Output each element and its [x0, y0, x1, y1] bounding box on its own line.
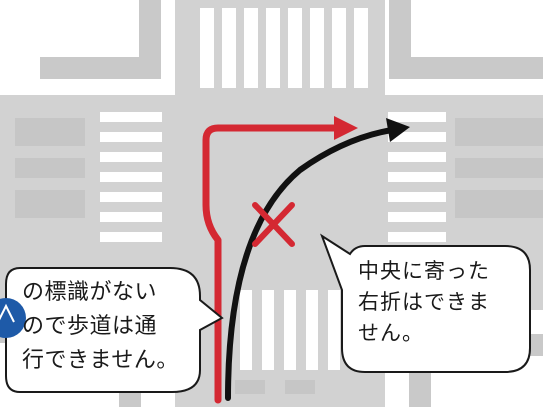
red-correct-path: [202, 124, 344, 404]
crosswalk-stripe: [100, 212, 162, 222]
crosswalk-stripe: [388, 212, 446, 222]
crosswalk-stripe: [222, 8, 236, 88]
crosswalk-stripe: [306, 290, 318, 370]
sign-symbol: [0, 303, 15, 323]
cross-mark-icon: [252, 202, 295, 247]
crosswalk-stripe: [266, 8, 280, 88]
black-prohibited-path: [225, 127, 395, 401]
crosswalk-right: [388, 112, 446, 242]
crosswalk-stripe: [288, 8, 302, 88]
bottom-block-2: [285, 380, 315, 394]
crosswalk-bottom: [240, 290, 340, 370]
crosswalk-stripe: [388, 132, 446, 142]
crosswalk-stripe: [100, 192, 162, 202]
crosswalk-stripe: [262, 290, 274, 370]
left-callout-bubble: [5, 267, 224, 393]
crosswalk-stripe: [388, 112, 446, 122]
right-block-2: [455, 158, 543, 178]
red-arrowhead-icon: [334, 116, 358, 140]
crosswalk-stripe: [100, 152, 162, 162]
sidewalk-corner-top-left: [40, 0, 161, 79]
crosswalk-stripe: [100, 172, 162, 182]
crosswalk-top: [200, 8, 368, 88]
left-callout-text: の標識がない ので歩道は通 行できません。: [22, 280, 179, 373]
bottom-block-1: [235, 380, 265, 394]
crosswalk-stripe: [328, 290, 340, 370]
crosswalk-stripe: [100, 112, 162, 122]
crosswalk-stripe: [388, 152, 446, 162]
crosswalk-stripe: [388, 192, 446, 202]
crosswalk-stripe: [310, 8, 324, 88]
crosswalk-stripe: [100, 232, 162, 242]
crosswalk-stripe: [354, 8, 368, 88]
left-block-2: [15, 158, 85, 178]
right-callout-bubble: [320, 233, 531, 373]
crosswalk-stripe: [244, 8, 258, 88]
right-callout-text: 中央に寄った 右折はできま せん。: [358, 259, 490, 345]
crosswalk-stripe: [284, 290, 296, 370]
left-block-3: [15, 190, 85, 218]
crosswalk-stripe: [200, 8, 214, 88]
crosswalk-stripe: [332, 8, 346, 88]
left-block-1: [15, 118, 85, 146]
crosswalk-left: [100, 112, 162, 242]
crosswalk-stripe: [388, 232, 446, 242]
black-arrowhead-icon: [386, 118, 410, 142]
crosswalk-stripe: [240, 290, 252, 370]
crosswalk-stripe: [388, 172, 446, 182]
sidewalk-corner-top-right: [389, 0, 543, 79]
right-block-3: [455, 190, 543, 218]
crosswalk-stripe: [100, 132, 162, 142]
right-block-1: [455, 118, 543, 146]
